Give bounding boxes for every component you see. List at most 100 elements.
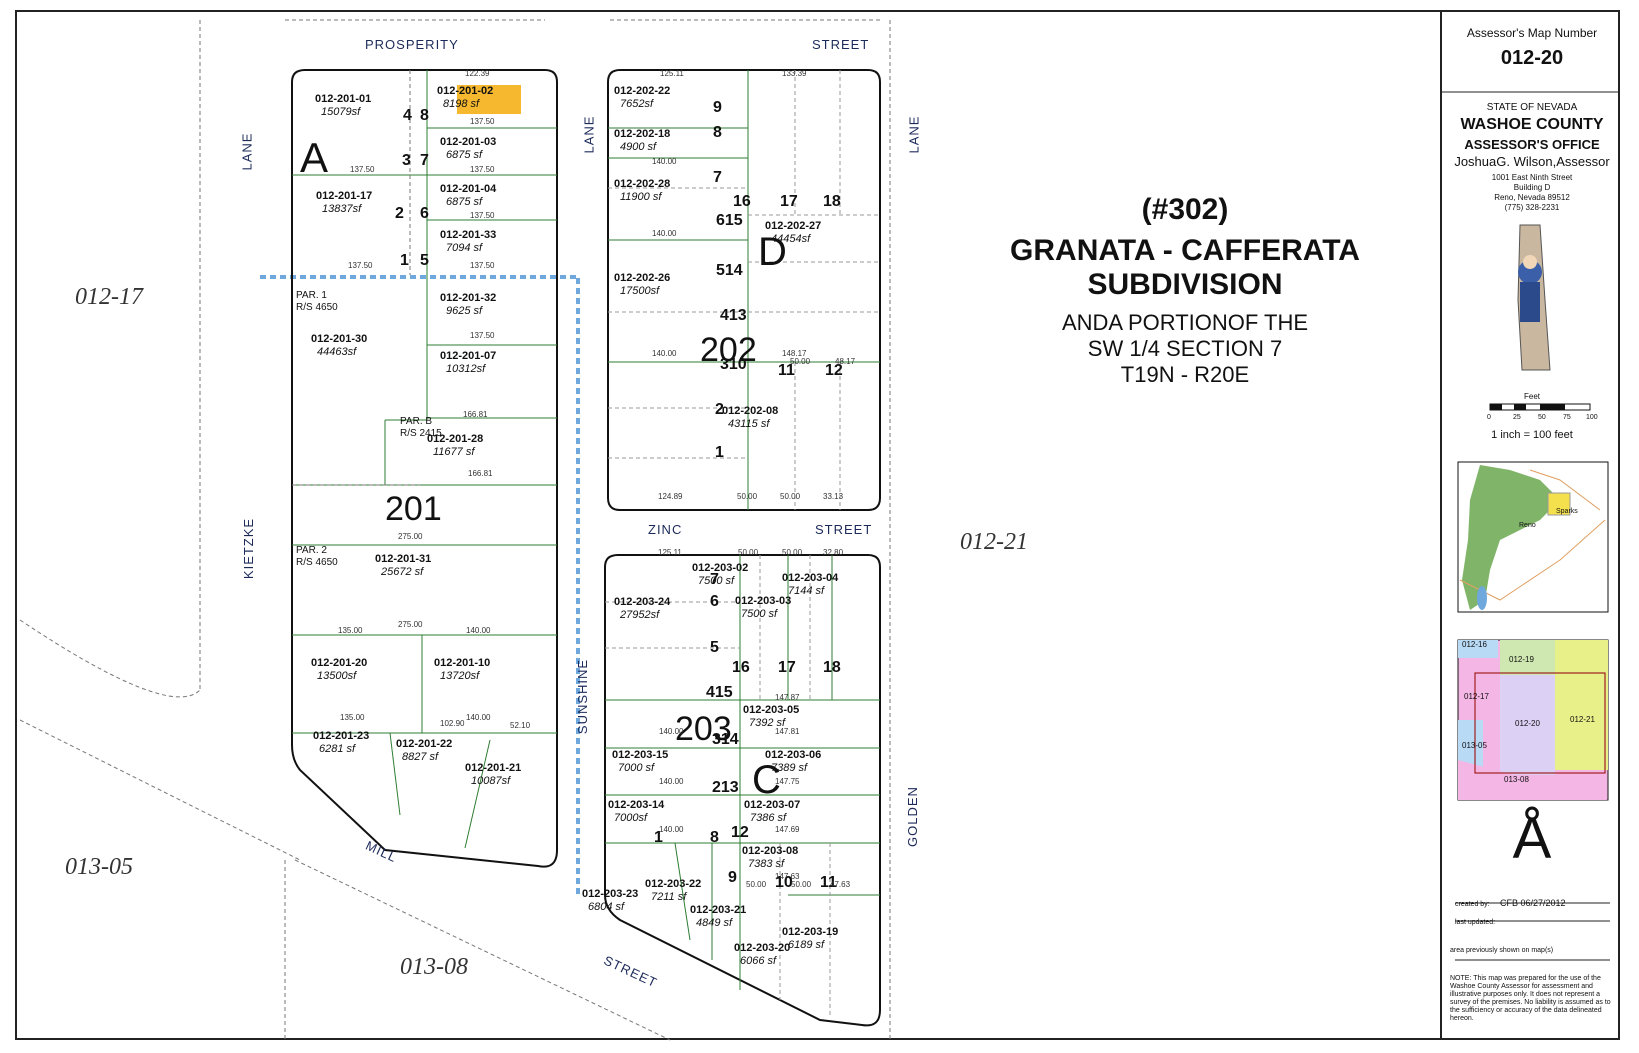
parcel-apn: 012-203-21 <box>690 904 747 916</box>
parcel-area: 9625 sf <box>446 305 483 317</box>
street-sunshine: SUNSHINE <box>575 658 591 735</box>
parcel-apn: 012-203-19 <box>782 926 839 938</box>
area-previously-label: area previously shown on map(s) <box>1450 947 1554 954</box>
dimension-label: 140.00 <box>652 157 677 166</box>
parcel-area: 11900 sf <box>620 191 662 203</box>
parcel-apn: 012-203-14 <box>608 799 665 811</box>
block-a-label: A <box>300 134 329 181</box>
parcel-area: 6066 sf <box>740 955 777 967</box>
parcel-apn: 012-201-01 <box>315 93 372 105</box>
lot-number: 1 <box>715 444 724 461</box>
lot-number: 213 <box>712 779 739 796</box>
lot-number: 9 <box>713 99 722 116</box>
lot-number: 16 <box>733 193 751 210</box>
parcel-apn: 012-201-10 <box>434 657 491 669</box>
dimension-label: 48.17 <box>835 357 856 366</box>
parcel-area: 4900 sf <box>620 141 657 153</box>
dimension-label: 137.50 <box>350 165 375 174</box>
block-202-label: 202 <box>700 331 757 369</box>
county-mascot-graphic <box>1517 224 1551 371</box>
inset-locator-map <box>1457 461 1609 613</box>
block-c-label: C <box>752 758 781 802</box>
scale-text: 1 inch = 100 feet <box>1491 429 1573 441</box>
street-lane-right: LANE <box>906 115 922 154</box>
scale-unit: Feet <box>1523 392 1540 401</box>
dimension-label: 137.50 <box>470 331 495 340</box>
parcel-area: 7500 sf <box>698 575 735 587</box>
parcel-apn: 012-202-26 <box>614 272 671 284</box>
parcel-area: 6875 sf <box>446 196 483 208</box>
office-address-1: 1001 East Ninth Street <box>1491 173 1573 182</box>
dimension-label: 135.00 <box>338 626 363 635</box>
parcel-apn: 012-202-27 <box>765 220 822 232</box>
parcel-apn: 012-203-03 <box>735 595 792 607</box>
parcel-area: 6875 sf <box>446 149 483 161</box>
scale-tick-75: 75 <box>1563 414 1571 421</box>
map-number-value: 012-20 <box>1500 47 1564 69</box>
dimension-label: 32.80 <box>823 548 844 557</box>
scale-tick-25: 25 <box>1513 414 1521 421</box>
dimension-label: 50.00 <box>791 880 812 889</box>
dimension-label: 50.00 <box>790 357 811 366</box>
parcel-apn: 012-203-22 <box>645 878 702 890</box>
street-lane-mid: LANE <box>581 115 597 154</box>
parcel-area: 43115 sf <box>728 418 770 430</box>
parcel-area: 7652sf <box>620 98 654 110</box>
dimension-label: 50.00 <box>738 548 759 557</box>
parcel-area: 10312sf <box>446 363 486 375</box>
parcel-area: 25672 sf <box>381 566 424 578</box>
dimension-label: 122.39 <box>465 69 490 78</box>
lot-number: 12 <box>731 824 749 841</box>
map-frame <box>15 10 1620 1040</box>
subdivision-title-line2: SUBDIVISION <box>1087 268 1283 301</box>
parcel-apn: 012-203-06 <box>765 749 822 761</box>
block-203-outline <box>604 554 881 1027</box>
office-assessor: JoshuaG. Wilson,Assessor <box>1454 154 1610 169</box>
parcel-map-2: PAR. 2 R/S 4650 <box>296 545 338 569</box>
parcel-area: 44463sf <box>317 346 357 358</box>
lot-number: 514 <box>716 262 743 279</box>
scale-bar <box>1489 403 1591 411</box>
index-label-012-16: 012-16 <box>1462 640 1487 649</box>
parcel-area: 15079sf <box>321 106 361 118</box>
parcel-area: 8198 sf <box>443 98 480 110</box>
